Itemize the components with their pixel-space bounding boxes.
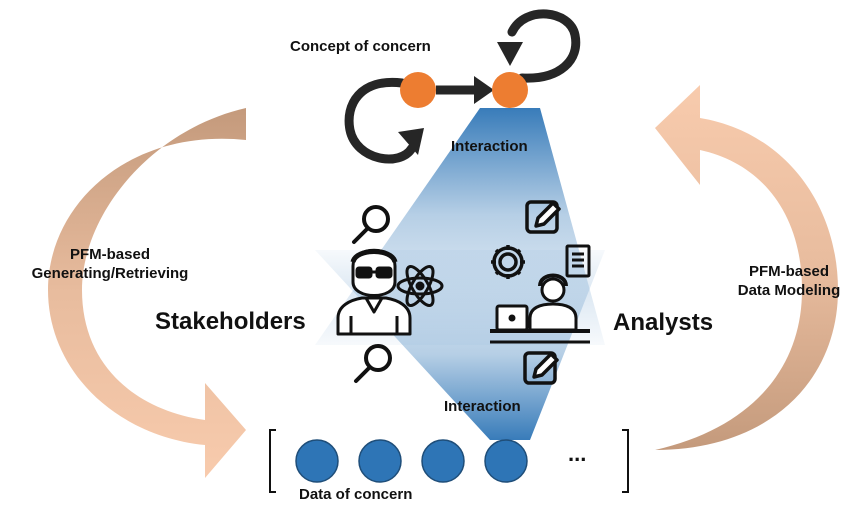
data-ellipsis: ... [568,441,587,466]
stakeholders-label: Stakeholders [155,308,306,335]
data-node [484,439,528,483]
data-node [421,439,465,483]
concept-node-b [492,72,528,108]
right-flow-arrow [655,85,838,450]
analyst-at-desk-icon [490,273,590,344]
right-flow-label: PFM-based Data Modeling [719,262,859,300]
right-flow-label-line2: Data Modeling [737,282,841,299]
data-title: Data of concern [299,486,413,503]
gear-icon [491,245,525,279]
data-bracket-left [269,429,276,493]
data-nodes [295,439,528,483]
data-node [295,439,339,483]
left-flow-label-line2: Generating/Retrieving [31,265,189,282]
concept-node-a [400,72,436,108]
concept-graph [344,9,581,164]
interaction-label-top: Interaction [451,138,528,155]
left-flow-label: PFM-based Generating/Retrieving [10,245,210,283]
document-icon [565,244,591,278]
data-bracket-right [622,429,629,493]
scientist-icon [336,248,412,336]
edit-icon-lower [523,351,559,385]
right-loop-arrowhead [497,42,523,66]
magnifier-icon-lower [354,344,392,383]
right-self-loop [507,9,581,83]
left-flow-arrow [48,108,246,478]
edit-icon [525,200,561,234]
left-loop-arrowhead [398,128,424,155]
magnifier-icon [352,205,390,244]
atom-icon [396,265,444,307]
analysts-label: Analysts [613,309,714,336]
right-flow-label-line1: PFM-based [748,263,829,280]
left-self-loop [344,77,417,164]
data-node [358,439,402,483]
concept-edge-arrowhead [474,76,494,104]
concept-title: Concept of concern [290,38,431,55]
interaction-label-bottom: Interaction [444,398,521,415]
left-flow-label-line1: PFM-based [69,246,150,263]
